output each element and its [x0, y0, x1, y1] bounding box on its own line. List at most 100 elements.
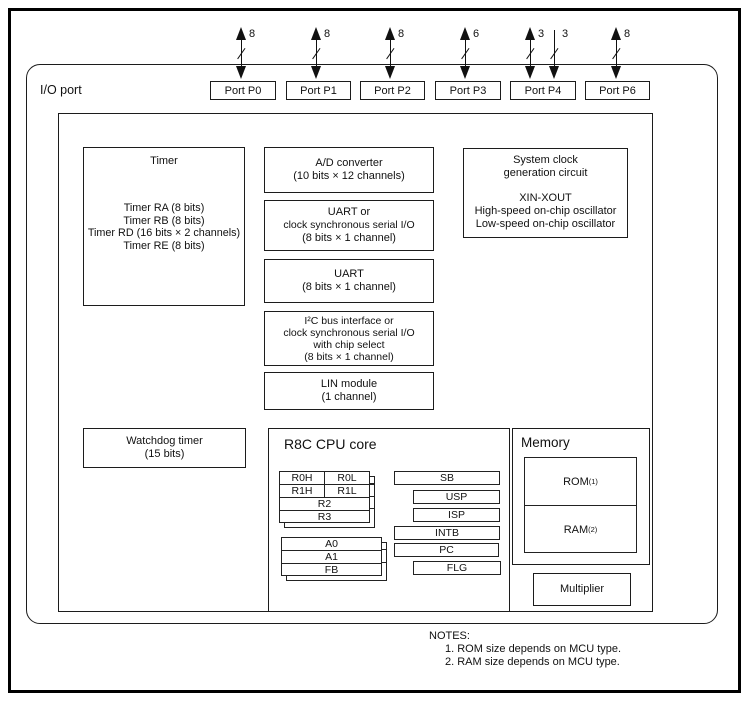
- gp-register-bank: R0H R0L R1H R1L R2 R3: [279, 471, 370, 523]
- arrow-up-icon: [385, 27, 395, 40]
- watchdog-line: Watchdog timer: [126, 435, 203, 447]
- adc-line: (10 bits × 12 channels): [293, 170, 405, 182]
- port-p1-label: Port P1: [300, 84, 337, 97]
- port-p3: Port P3: [435, 81, 501, 100]
- arrow-up-icon: [611, 27, 621, 40]
- i2c-block: I²C bus interface or clock synchronous s…: [264, 311, 434, 366]
- bank-tick: [369, 508, 375, 510]
- uart-line: (8 bits × 1 channel): [302, 281, 396, 293]
- uart-or-block: UART or clock synchronous serial I/O (8 …: [264, 200, 434, 251]
- rom-cell: ROM(1): [525, 458, 636, 506]
- timer-title: Timer: [150, 155, 178, 167]
- port-p2-label: Port P2: [374, 84, 411, 97]
- uart-or-line: UART or: [327, 206, 371, 218]
- arrow-down-icon: [236, 66, 246, 79]
- bus-arrow-p4-b: 3: [549, 27, 579, 81]
- bus-arrow-p6: 8: [611, 27, 641, 81]
- note-item: 2. RAM size depends on MCU type.: [445, 656, 620, 669]
- io-port-label: I/O port: [40, 83, 82, 97]
- uart-block: UART (8 bits × 1 channel): [264, 259, 434, 303]
- reg-r0l: R0L: [324, 472, 369, 484]
- watchdog-line: (15 bits): [144, 448, 185, 460]
- reg-fb: FB: [324, 564, 339, 576]
- reg-r3: R3: [317, 511, 332, 523]
- bus-arrow-p4-a: 3: [525, 27, 555, 81]
- port-p4-label: Port P4: [524, 84, 562, 97]
- memory-title: Memory: [521, 435, 570, 450]
- reg-r1h: R1H: [291, 485, 313, 497]
- arrow-down-icon: [385, 66, 395, 79]
- reg-r0h: R0H: [291, 472, 313, 484]
- arrow-up-icon: [236, 27, 246, 40]
- bus-arrow-p2: 8: [385, 27, 415, 81]
- i2c-line: clock synchronous serial I/O: [283, 326, 415, 339]
- i2c-line: with chip select: [313, 338, 385, 351]
- bus-width: 8: [324, 28, 331, 40]
- arrow-down-icon: [460, 66, 470, 79]
- sysclock-line: XIN-XOUT: [519, 192, 572, 204]
- bank-tick: [381, 561, 387, 563]
- notes-title: NOTES:: [429, 630, 470, 642]
- lin-line: (1 channel): [321, 391, 377, 403]
- reg-pc: PC: [394, 543, 499, 557]
- port-p6: Port P6: [585, 81, 650, 100]
- note-item: 1. ROM size depends on MCU type.: [445, 643, 622, 656]
- arrow-down-icon: [311, 66, 321, 79]
- timer-item: Timer RD (16 bits × 2 channels): [87, 227, 241, 239]
- bus-width: 3: [538, 28, 545, 40]
- reg-r1l: R1L: [324, 485, 369, 497]
- bus-width: 8: [398, 28, 405, 40]
- cpu-core-title: R8C CPU core: [284, 436, 377, 452]
- ram-note-ref: (2): [588, 525, 598, 534]
- uart-or-line: clock synchronous serial I/O: [283, 219, 415, 231]
- rom-note-ref: (1): [588, 477, 598, 486]
- arrow-down-icon: [611, 66, 621, 79]
- bus-width: 6: [473, 28, 480, 40]
- sysclock-line: System clock: [513, 154, 578, 166]
- uart-or-line: (8 bits × 1 channel): [302, 232, 396, 244]
- port-p3-label: Port P3: [449, 84, 487, 97]
- bank-tick: [369, 483, 375, 485]
- timer-item: Timer RA (8 bits): [123, 202, 205, 214]
- arrow-up-icon: [460, 27, 470, 40]
- timer-block: Timer Timer RA (8 bits) Timer RB (8 bits…: [83, 147, 245, 306]
- ram-label: RAM: [563, 523, 589, 536]
- multiplier-block: Multiplier: [533, 573, 631, 606]
- addr-register-bank: A0 A1 FB: [281, 537, 382, 576]
- rom-label: ROM: [563, 475, 589, 488]
- reg-usp: USP: [413, 490, 500, 504]
- adc-block: A/D converter (10 bits × 12 channels): [264, 147, 434, 193]
- i2c-line: (8 bits × 1 channel): [304, 350, 394, 363]
- bus-arrow-p0: 8: [236, 27, 266, 81]
- reg-a1: A1: [325, 551, 338, 563]
- port-p4: Port P4: [510, 81, 576, 100]
- sysclock-line: generation circuit: [503, 167, 588, 179]
- arrow-down-icon: [525, 66, 535, 79]
- bus-width: 3: [562, 28, 569, 40]
- watchdog-block: Watchdog timer (15 bits): [83, 428, 246, 468]
- port-p2: Port P2: [360, 81, 425, 100]
- adc-line: A/D converter: [315, 157, 383, 169]
- bank-tick: [381, 549, 387, 551]
- lin-block: LIN module (1 channel): [264, 372, 434, 410]
- reg-a0: A0: [325, 538, 338, 550]
- notes: NOTES: 1. ROM size depends on MCU type. …: [429, 630, 621, 670]
- bus-width: 8: [624, 28, 631, 40]
- bank-tick: [369, 495, 375, 497]
- ram-cell: RAM(2): [525, 506, 636, 553]
- reg-sb: SB: [394, 471, 500, 485]
- reg-intb: INTB: [394, 526, 500, 540]
- arrow-up-icon: [525, 27, 535, 40]
- multiplier-label: Multiplier: [559, 583, 604, 595]
- reg-isp: ISP: [413, 508, 500, 522]
- timer-item: Timer RB (8 bits): [123, 214, 205, 227]
- lin-line: LIN module: [320, 378, 378, 390]
- port-p1: Port P1: [286, 81, 351, 100]
- i2c-line: I²C bus interface or: [304, 314, 394, 327]
- port-p0-label: Port P0: [224, 84, 262, 97]
- bus-width: 8: [249, 28, 256, 40]
- arrow-up-icon: [311, 27, 321, 40]
- timer-items: Timer RA (8 bits) Timer RB (8 bits) Time…: [88, 202, 240, 252]
- sysclock-block: System clock generation circuit XIN-XOUT…: [463, 148, 628, 238]
